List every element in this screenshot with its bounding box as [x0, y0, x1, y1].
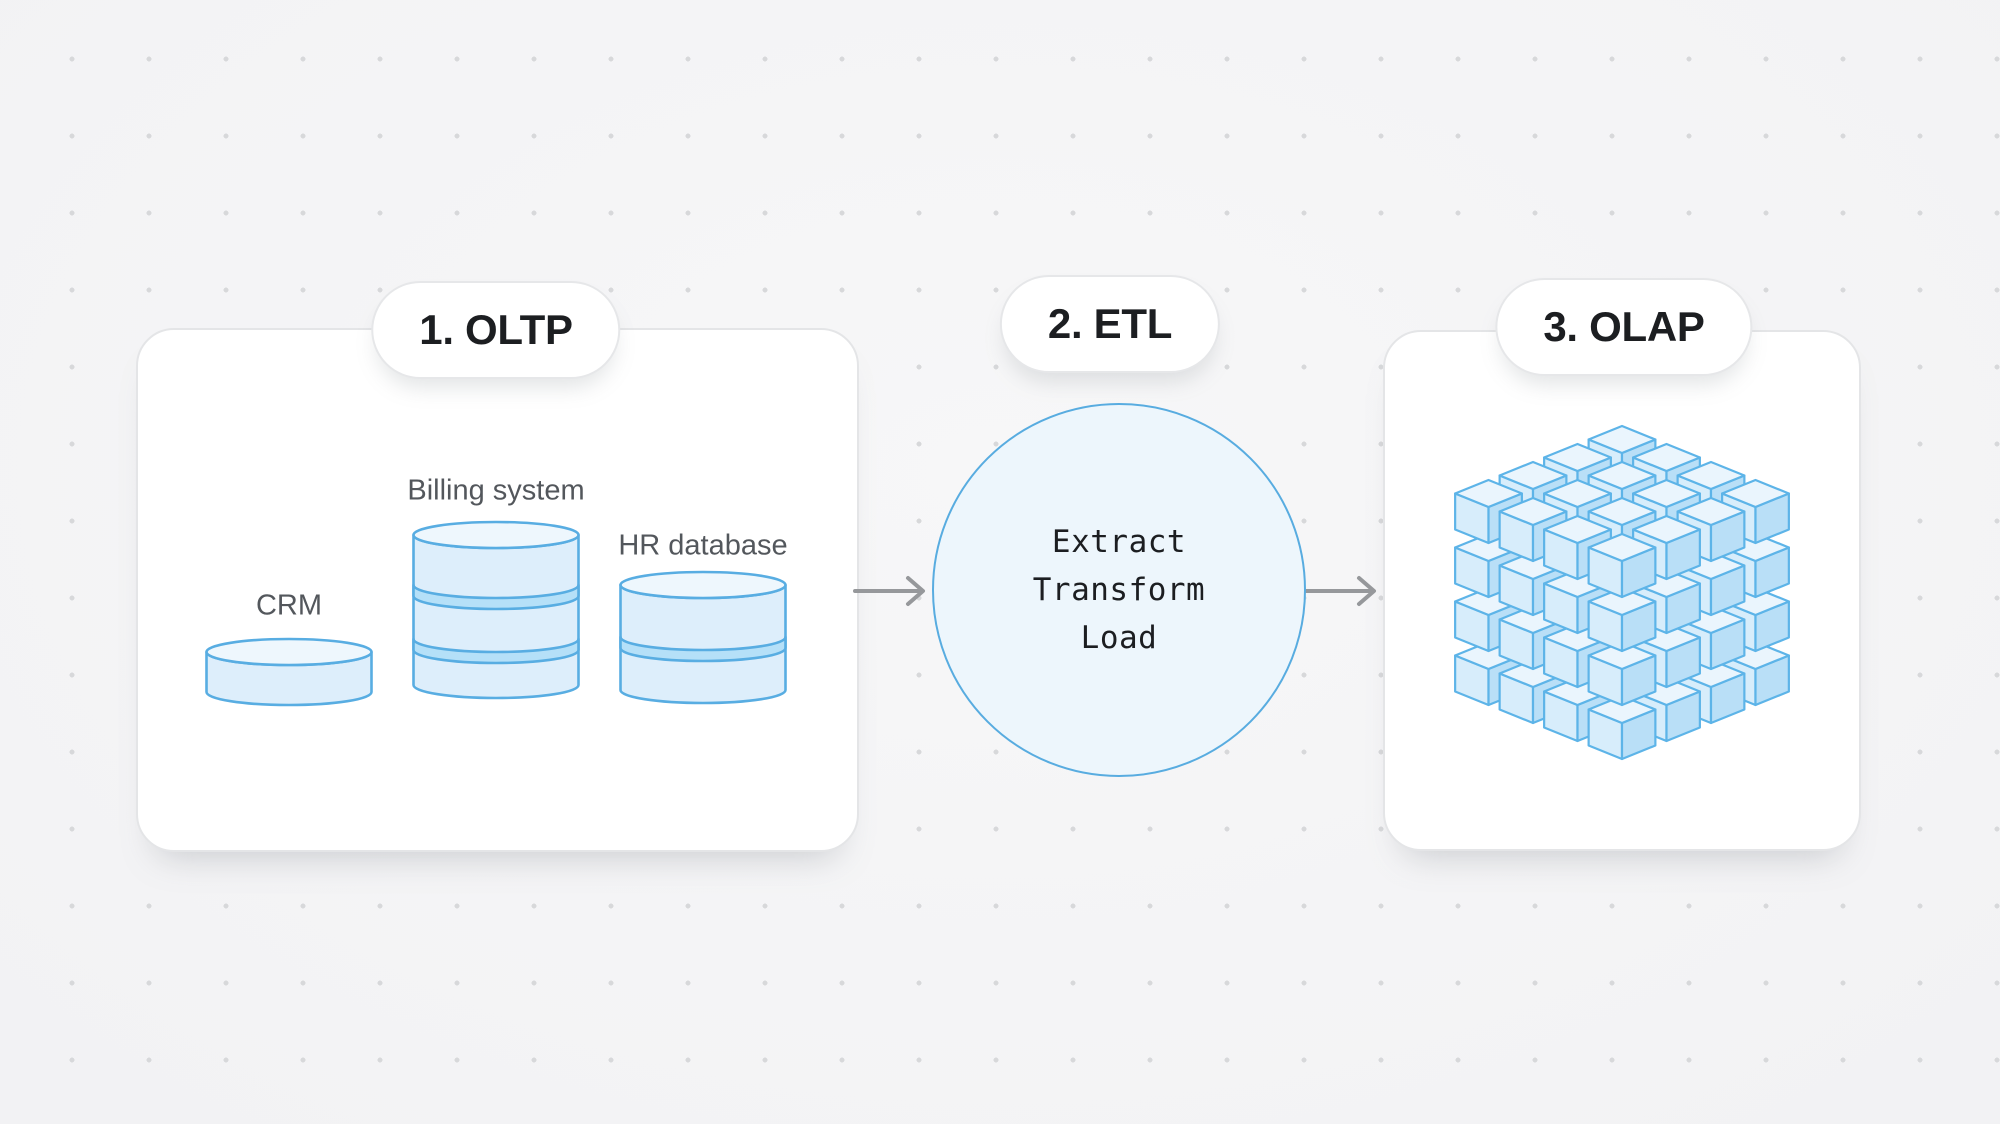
crm-database-label: CRM [255, 589, 323, 622]
etl-step-extract: Extract [1051, 524, 1187, 560]
hr-database-label: HR database [618, 529, 788, 562]
oltp-panel: CRM Billing system HR database [136, 328, 859, 852]
oltp-stage-badge: 1. OLTP [371, 281, 621, 379]
olap-stage-badge: 3. OLAP [1495, 278, 1753, 376]
etl-stage-badge: 2. ETL [999, 275, 1221, 373]
olap-cube-graphic [1454, 424, 1790, 761]
olap-panel [1383, 330, 1861, 851]
etl-step-transform: Transform [1032, 572, 1206, 608]
etl-step-load: Load [1080, 620, 1158, 656]
billing-system-database-label: Billing system [407, 474, 585, 507]
olap-stage-badge-label: 3. OLAP [1543, 303, 1705, 350]
etl-stage-badge-label: 2. ETL [1047, 300, 1173, 347]
database-cylinders-graphic [205, 520, 787, 707]
flow-arrow-oltp-to-etl-icon [853, 576, 925, 606]
etl-process-circle: Extract Transform Load [932, 403, 1306, 777]
oltp-stage-badge-label: 1. OLTP [419, 306, 573, 353]
flow-arrow-etl-to-olap-icon [1304, 576, 1376, 606]
